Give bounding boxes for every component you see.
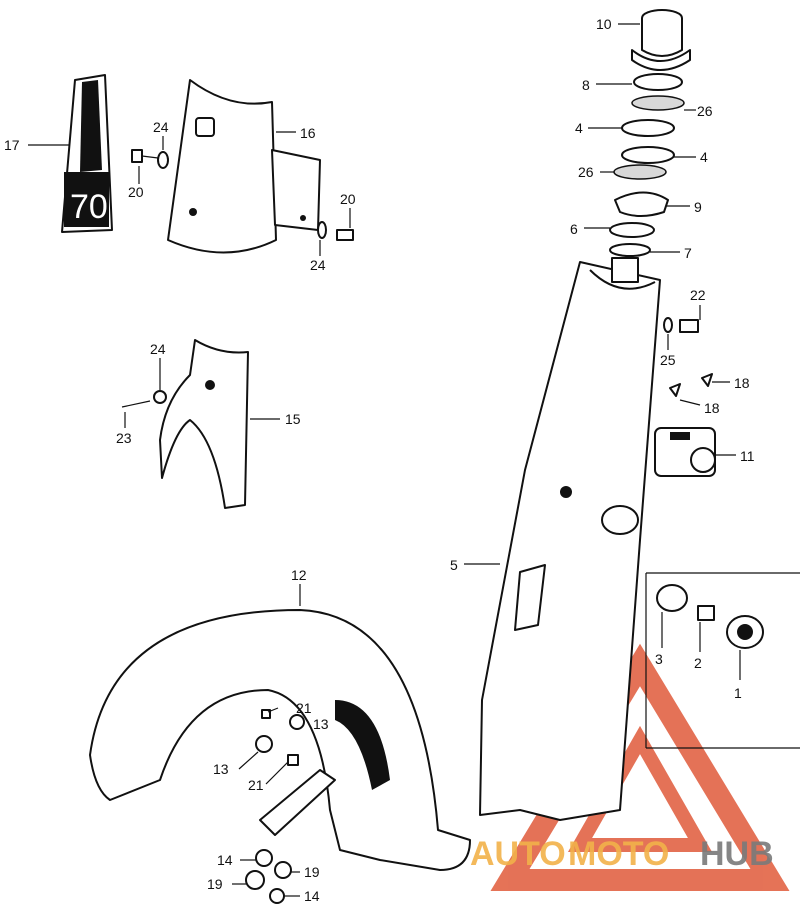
emblem-70-part: 70 — [61, 74, 113, 233]
callout-4a: 4 — [575, 120, 583, 136]
callout-16: 16 — [300, 125, 316, 141]
callout-14b: 14 — [304, 888, 320, 904]
callout-23: 23 — [116, 430, 132, 446]
steering-stack — [609, 9, 691, 257]
callout-2: 2 — [694, 655, 702, 671]
callout-1: 1 — [734, 685, 742, 701]
small-screws-parts — [663, 317, 713, 397]
callout-25: 25 — [660, 352, 676, 368]
callout-12: 12 — [291, 567, 307, 583]
lock-cylinder-parts — [645, 572, 800, 749]
callout-19b: 19 — [207, 876, 223, 892]
callout-22: 22 — [690, 287, 706, 303]
leader-lines — [28, 23, 741, 897]
callout-7: 7 — [684, 245, 692, 261]
callout-20b: 20 — [340, 191, 356, 207]
watermark-text: AUTO MOTO HUB — [470, 835, 774, 873]
watermark-moto: MOTO — [568, 835, 669, 873]
callout-24a: 24 — [153, 119, 169, 135]
callout-3: 3 — [655, 651, 663, 667]
callout-5: 5 — [450, 557, 458, 573]
callout-labels: 1 2 3 4 4 5 6 7 8 9 10 11 12 13 13 14 14… — [4, 16, 755, 904]
callout-18a: 18 — [734, 375, 750, 391]
watermark-auto: AUTO — [470, 835, 566, 873]
callout-8: 8 — [582, 77, 590, 93]
front-fender-part — [89, 609, 471, 871]
emblem-text: 70 — [70, 188, 108, 226]
watermark-hub: HUB — [700, 835, 774, 873]
callout-18b: 18 — [704, 400, 720, 416]
callout-6: 6 — [570, 221, 578, 237]
callout-17: 17 — [4, 137, 20, 153]
callout-21a: 21 — [296, 700, 312, 716]
callout-13b: 13 — [213, 761, 229, 777]
front-fork-frame-part — [479, 257, 661, 821]
bolt-20-left — [131, 149, 169, 169]
bolt-20-right — [317, 221, 354, 241]
fork-cover-bracket-part — [121, 339, 249, 509]
callout-10: 10 — [596, 16, 612, 32]
callout-20a: 20 — [128, 184, 144, 200]
callout-26b: 26 — [578, 164, 594, 180]
callout-9: 9 — [694, 199, 702, 215]
callout-21b: 21 — [248, 777, 264, 793]
callout-24b: 24 — [310, 257, 326, 273]
callout-4b: 4 — [700, 149, 708, 165]
front-cover-part — [167, 79, 321, 254]
callout-15: 15 — [285, 411, 301, 427]
callout-14a: 14 — [217, 852, 233, 868]
callout-24c: 24 — [150, 341, 166, 357]
callout-26a: 26 — [697, 103, 713, 119]
callout-19a: 19 — [304, 864, 320, 880]
callout-11: 11 — [740, 448, 755, 464]
callout-13a: 13 — [313, 716, 329, 732]
lock-block-part — [654, 427, 716, 477]
fender-bolts-parts — [245, 709, 305, 904]
